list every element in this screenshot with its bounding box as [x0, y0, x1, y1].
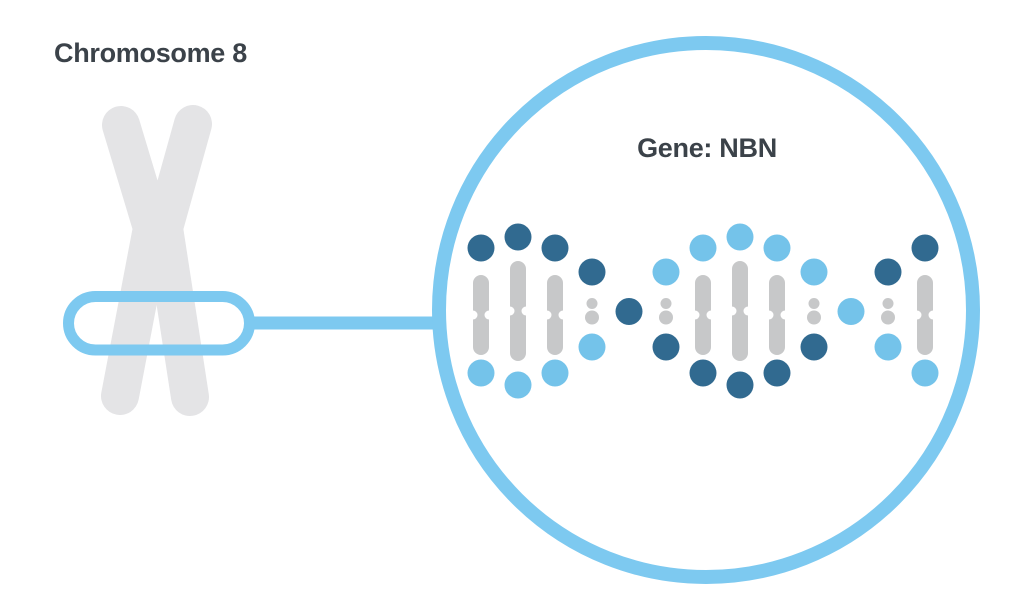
dna-column: [874, 258, 902, 361]
dna-rung-notch: [727, 306, 737, 316]
dna-bottom-dot: [689, 359, 717, 387]
gene-label: Gene: NBN: [637, 133, 777, 163]
dna-top-dot: [800, 258, 828, 286]
dna-top-dot: [911, 234, 939, 262]
dna-top-dot: [689, 234, 717, 262]
dna-rung-notch: [706, 310, 716, 320]
dna-bottom-dot: [911, 359, 939, 387]
dna-rung-notch: [505, 306, 515, 316]
dna-column: [615, 298, 643, 325]
highlight-region-pill: [63, 291, 255, 356]
dna-top-dot: [763, 234, 791, 262]
dna-bottom-dot: [504, 371, 532, 399]
dna-rung-notch: [521, 306, 531, 316]
dna-column: [652, 258, 680, 361]
dna-column: [467, 234, 495, 387]
dna-rung-bar: [547, 275, 563, 355]
chromosome-chromatid-right: [145, 105, 212, 416]
dna-rung-notch: [743, 306, 753, 316]
dna-bottom-dot: [467, 359, 495, 387]
dna-column: [911, 234, 939, 387]
dna-rung-notch: [484, 310, 494, 320]
dna-rung-notch: [690, 310, 700, 320]
chromosome: [101, 105, 212, 416]
page-title: Chromosome 8: [54, 38, 247, 68]
dna-rung-notch: [780, 310, 790, 320]
dna-top-dot: [467, 234, 495, 262]
dna-rung-small-dot: [808, 298, 820, 309]
dna-rung-notch: [764, 310, 774, 320]
dna-column: [504, 223, 532, 399]
dna-rung-notch: [928, 310, 938, 320]
dna-rung-bar: [473, 275, 489, 355]
dna-strand: [467, 223, 939, 399]
dna-rung-bar: [917, 275, 933, 355]
dna-top-dot: [652, 258, 680, 286]
dna-bottom-dot: [578, 333, 606, 361]
dna-rung-notch: [468, 310, 478, 320]
dna-column: [578, 258, 606, 361]
dna-cross-dot: [837, 298, 865, 325]
dna-rung-notch: [542, 310, 552, 320]
dna-column: [726, 223, 754, 399]
dna-column: [837, 298, 865, 325]
dna-rung-small-dot: [586, 298, 598, 309]
dna-rung-bar: [695, 275, 711, 355]
dna-top-dot: [578, 258, 606, 286]
dna-bottom-dot: [541, 359, 569, 387]
dna-rung-small-dot: [881, 310, 895, 325]
dna-bottom-dot: [763, 359, 791, 387]
dna-top-dot: [874, 258, 902, 286]
dna-rung-small-dot: [807, 310, 821, 325]
dna-column: [541, 234, 569, 387]
dna-rung-bar: [769, 275, 785, 355]
dna-top-dot: [726, 223, 754, 251]
dna-rung-small-dot: [659, 310, 673, 325]
dna-rung-bar: [510, 261, 526, 361]
dna-top-dot: [541, 234, 569, 262]
dna-bottom-dot: [800, 333, 828, 361]
dna-top-dot: [504, 223, 532, 251]
dna-rung-notch: [912, 310, 922, 320]
dna-column: [689, 234, 717, 387]
dna-bottom-dot: [652, 333, 680, 361]
dna-rung-bar: [732, 261, 748, 361]
dna-column: [763, 234, 791, 387]
dna-column: [800, 258, 828, 361]
dna-cross-dot: [615, 298, 643, 325]
dna-bottom-dot: [726, 371, 754, 399]
dna-rung-small-dot: [660, 298, 672, 309]
dna-bottom-dot: [874, 333, 902, 361]
dna-rung-small-dot: [585, 310, 599, 325]
dna-rung-small-dot: [882, 298, 894, 309]
dna-rung-notch: [558, 310, 568, 320]
